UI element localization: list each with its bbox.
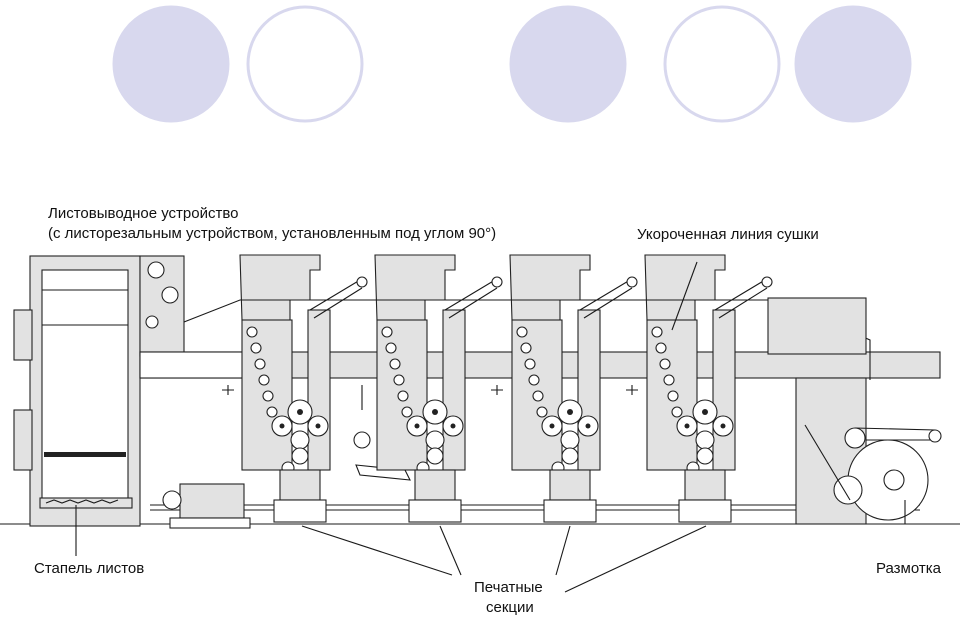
label-units-line1: Печатные [474, 579, 543, 596]
label-delivery-line1: Листовыводное устройство [48, 205, 239, 222]
decor-circle-4 [663, 5, 781, 123]
unwind-unit [767, 297, 942, 525]
label-unwind: Размотка [876, 560, 942, 577]
label-stack: Стапель листов [34, 560, 144, 577]
sheet-delivery [13, 255, 185, 527]
label-dryer: Укороченная линия сушки [637, 226, 819, 243]
leader-lines [75, 261, 707, 593]
printing-unit-3 [509, 254, 638, 523]
decor-circle-5 [794, 5, 912, 123]
label-units-line2: секции [486, 599, 534, 616]
printing-unit-4 [644, 254, 773, 523]
decor-circle-1 [112, 5, 230, 123]
printing-unit-2 [374, 254, 503, 523]
decor-circle-3 [509, 5, 627, 123]
decor-circle-2 [246, 5, 364, 123]
motor [162, 483, 251, 529]
printing-unit-1 [239, 254, 368, 523]
label-delivery-line2: (с листорезальным устройством, установле… [48, 225, 496, 242]
